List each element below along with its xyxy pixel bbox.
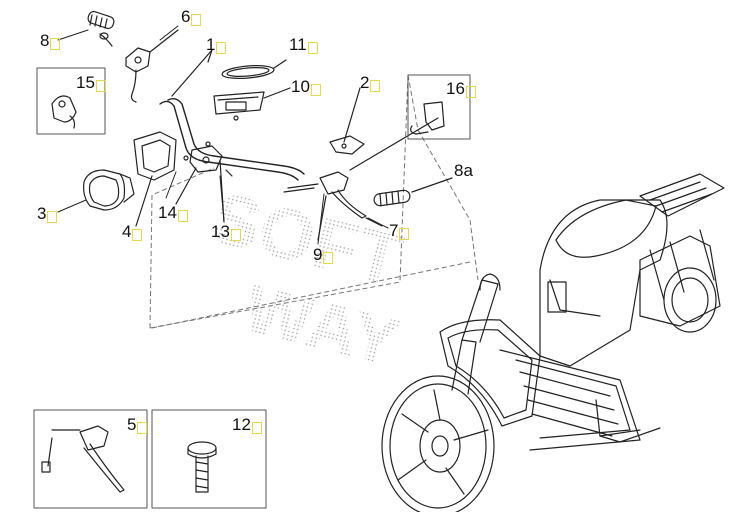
part-8-throttle-grip (87, 10, 115, 47)
label-part-5: 5 (127, 416, 148, 434)
label-part-3: 3 (37, 205, 58, 223)
part-5-inset-drawing (41, 425, 125, 493)
part-10-dashboard (213, 87, 291, 121)
watermark: SOFT WAY (203, 177, 409, 384)
scooter-drawing (381, 173, 725, 512)
label-part-8a: 8a (454, 161, 473, 180)
label-part-15: 15 (76, 74, 106, 92)
part-11-gasket (221, 59, 287, 79)
label-part-12: 12 (232, 416, 262, 434)
label-part-6: 6 (181, 8, 202, 26)
inset-box-16 (407, 74, 471, 140)
part-3-headlight (83, 169, 135, 211)
inset-box-15 (36, 67, 106, 135)
label-part-4: 4 (122, 223, 143, 241)
part-2-bracket (329, 87, 365, 155)
part-15-inset-drawing (51, 95, 77, 129)
part-8a-grip (373, 177, 453, 207)
part-6-switch (125, 29, 179, 103)
inset-box-12 (151, 409, 267, 509)
inset-box-5 (33, 409, 148, 509)
part-12-inset-drawing (187, 441, 217, 493)
part-4-bracket (133, 131, 177, 227)
label-part-8: 8 (40, 32, 61, 50)
dashed-projection-lines (149, 74, 479, 329)
label-part-10: 10 (291, 78, 321, 96)
part-1-handlebar (159, 49, 305, 181)
label-part-1: 1 (206, 36, 227, 54)
label-part-14: 14 (158, 204, 188, 222)
label-part-2: 2 (360, 74, 381, 92)
leader-lines (57, 25, 389, 245)
label-part-11: 11 (289, 36, 318, 54)
label-part-13: 13 (211, 223, 241, 241)
label-part-7: 7 (389, 222, 410, 240)
part-16-inset-drawing (349, 101, 445, 171)
label-part-16: 16 (446, 80, 476, 98)
label-part-9: 9 (313, 246, 334, 264)
